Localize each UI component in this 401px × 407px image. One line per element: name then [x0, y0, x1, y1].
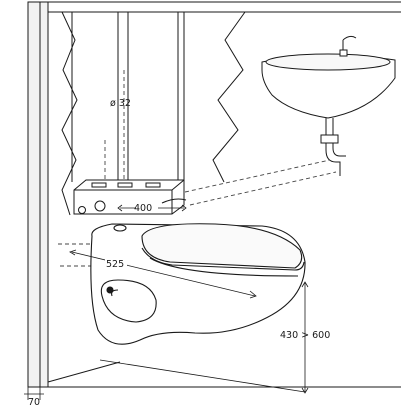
wall-offset-label: 70	[28, 397, 40, 407]
wash-basin	[261, 35, 396, 176]
macerator-pump-unit	[73, 179, 187, 215]
wall-hung-toilet	[90, 223, 306, 345]
pump-width-label: 400	[134, 203, 152, 214]
bowl-depth-label: 525	[106, 259, 124, 270]
wall-structure	[27, 1, 401, 388]
pipe-diameter-label: ø 32	[110, 98, 131, 109]
height-range-label: 430 > 600	[280, 330, 330, 341]
